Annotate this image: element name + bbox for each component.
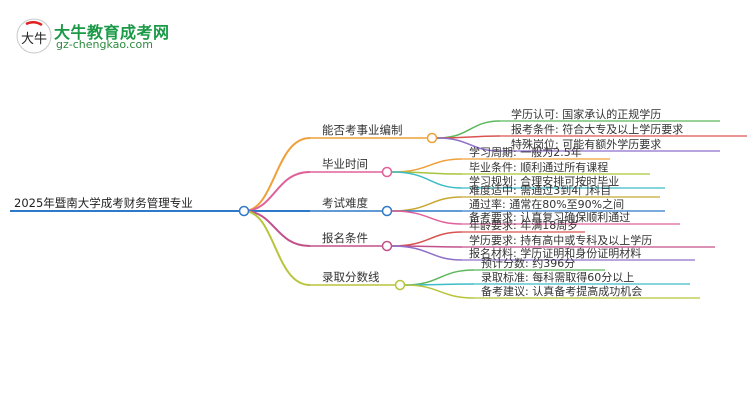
root-node-label: 2025年暨南大学成考财务管理专业: [14, 196, 193, 210]
leaf-label-4-2: 学历要求: 持有高中或专科及以上学历: [469, 234, 653, 247]
branch-label-3: 考试难度: [322, 196, 368, 210]
branch-node-dot-1: [426, 132, 438, 144]
edge-root-branch-2: [243, 171, 311, 212]
site-logo[interactable]: 大牛 大牛教育成考网 gz-chengkao.com: [14, 16, 169, 56]
svg-text:大牛: 大牛: [21, 32, 47, 47]
leaf-label-2-1: 学习周期: 一般为2.5年: [469, 146, 582, 159]
leaf-label-5-1: 预计分数: 约396分: [481, 257, 576, 270]
logo-mark-icon: 大牛: [16, 18, 52, 54]
root-node-dot: [238, 205, 250, 217]
logo-title: 大牛教育成考网: [54, 23, 170, 42]
leaf-label-1-1: 学历认可: 国家承认的正规学历: [511, 108, 662, 121]
leaf-label-4-1: 年龄要求: 年满18周岁: [469, 219, 579, 232]
leaf-label-3-2: 通过率: 通常在80%至90%之间: [469, 198, 625, 211]
leaf-label-5-3: 备考建议: 认真备考提高成功机会: [481, 285, 643, 298]
edge-root-branch-5: [243, 210, 311, 286]
leaf-label-2-3: 学习规划: 合理安排可按时毕业: [469, 175, 620, 188]
leaf-label-1-2: 报考条件: 符合大专及以上学历要求: [511, 123, 684, 136]
leaf-label-4-3: 报名材料: 学历证明和身份证明材料: [469, 247, 642, 260]
leaf-label-3-3: 备考要求: 认真复习确保顺利通过: [469, 211, 631, 224]
edge-root-branch-1: [243, 137, 311, 212]
branch-label-5: 录取分数线: [322, 270, 380, 284]
branch-node-dot-2: [381, 166, 393, 178]
branch-label-2: 毕业时间: [322, 157, 368, 171]
logo-url: gz-chengkao.com: [56, 38, 153, 51]
leaf-label-3-1: 难度适中: 需通过3到4门科目: [469, 184, 612, 197]
branch-node-dot-3: [381, 205, 393, 217]
branch-node-dot-4: [381, 240, 393, 252]
edge-root-branch-4: [243, 210, 311, 247]
leaf-label-2-2: 毕业条件: 顺利通过所有课程: [469, 161, 609, 174]
branch-label-4: 报名条件: [322, 231, 368, 245]
branch-label-1: 能否考事业编制: [322, 123, 403, 137]
branch-node-dot-5: [394, 279, 406, 291]
leaf-label-5-2: 录取标准: 每科需取得60分以上: [481, 271, 635, 284]
leaf-label-1-3: 特殊岗位: 可能有额外学历要求: [511, 138, 662, 151]
